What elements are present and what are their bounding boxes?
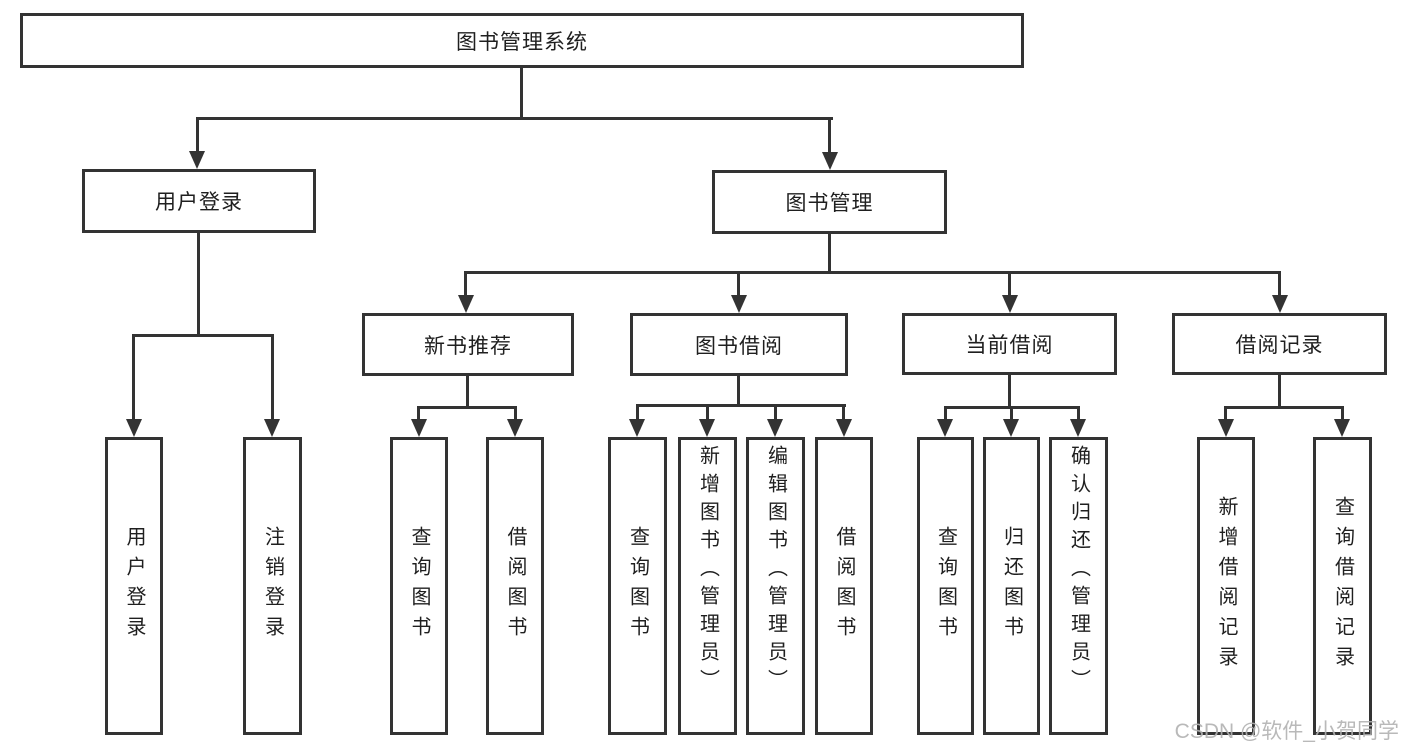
arrowhead-br-add — [1218, 419, 1234, 437]
edge-nbr-drop1 — [417, 406, 420, 421]
leaf-cb-return-books: 归还图书 — [983, 437, 1040, 735]
edge-userlogin-rail — [132, 334, 274, 337]
arrowhead-ul-logout — [264, 419, 280, 437]
arrowhead-nbr-query — [411, 419, 427, 437]
edge-bookmgmt-drop3 — [1008, 271, 1011, 299]
leaf-cb-confirm-return: 确认归还（管理员） — [1049, 437, 1108, 735]
leaf-bb-query-books: 查询图书 — [608, 437, 667, 735]
node-new-book-rec-label: 新书推荐 — [424, 334, 512, 358]
edge-br-drop2 — [1341, 406, 1344, 421]
leaf-logout-label: 注销登录 — [261, 526, 284, 646]
node-book-borrow: 图书借阅 — [630, 313, 848, 376]
node-current-borrow: 当前借阅 — [902, 313, 1117, 375]
edge-root-stem — [520, 68, 523, 120]
node-borrow-records-label: 借阅记录 — [1235, 334, 1324, 357]
leaf-bb-edit-books: 编辑图书（管理员） — [746, 437, 805, 735]
edge-bb-drop3 — [774, 404, 777, 421]
edge-root-drop-right — [828, 117, 831, 155]
leaf-cb-query-books-label: 查询图书 — [934, 526, 957, 646]
arrowhead-book-mgmt — [822, 152, 838, 170]
edge-br-rail — [1224, 406, 1344, 409]
edge-nbr-stem — [466, 376, 469, 409]
leaf-cb-return-books-label: 归还图书 — [1000, 526, 1023, 646]
edge-bookmgmt-rail — [464, 271, 1281, 274]
arrowhead-new-book-rec — [458, 295, 474, 313]
node-new-book-rec: 新书推荐 — [362, 313, 574, 376]
edge-cb-drop3 — [1077, 406, 1080, 421]
edge-cb-drop1 — [944, 406, 947, 421]
leaf-nbr-borrow-books-label: 借阅图书 — [504, 526, 526, 646]
node-user-login-label: 用户登录 — [155, 191, 243, 214]
leaf-bb-query-books-label: 查询图书 — [626, 526, 649, 646]
arrowhead-cb-query — [937, 419, 953, 437]
arrowhead-book-borrow — [731, 295, 747, 313]
edge-bookmgmt-stem — [828, 234, 831, 274]
edge-bb-stem — [737, 376, 740, 407]
node-book-mgmt-label: 图书管理 — [785, 192, 874, 215]
edge-cb-drop2 — [1010, 406, 1013, 421]
leaf-bb-add-books-label: 新增图书（管理员） — [696, 445, 719, 697]
edge-cb-stem — [1008, 375, 1011, 409]
edge-bb-drop2 — [706, 404, 709, 421]
leaf-cb-query-books: 查询图书 — [917, 437, 974, 735]
arrowhead-borrow-records — [1272, 295, 1288, 313]
arrowhead-bb-borrow — [836, 419, 852, 437]
edge-bb-drop1 — [636, 404, 639, 421]
edge-bb-rail — [636, 404, 846, 407]
arrowhead-bb-query — [629, 419, 645, 437]
edge-br-stem — [1278, 375, 1281, 409]
edge-bb-drop4 — [842, 404, 845, 421]
csdn-watermark: CSDN @软件_小贺同学 — [1174, 720, 1399, 743]
leaf-nbr-query-books: 查询图书 — [390, 437, 448, 735]
edge-br-drop1 — [1224, 406, 1227, 421]
edge-bookmgmt-drop1 — [464, 271, 467, 299]
node-borrow-records: 借阅记录 — [1172, 313, 1387, 375]
leaf-cb-confirm-return-label: 确认归还（管理员） — [1067, 445, 1090, 697]
arrowhead-ul-user-login — [126, 419, 142, 437]
edge-userlogin-drop1 — [132, 334, 135, 421]
node-user-login: 用户登录 — [82, 169, 316, 233]
node-book-mgmt: 图书管理 — [712, 170, 947, 234]
arrowhead-nbr-borrow — [507, 419, 523, 437]
edge-nbr-drop2 — [514, 406, 517, 421]
node-root: 图书管理系统 — [20, 13, 1024, 68]
leaf-bb-borrow-books: 借阅图书 — [815, 437, 873, 735]
leaf-user-login: 用户登录 — [105, 437, 163, 735]
leaf-logout: 注销登录 — [243, 437, 302, 735]
leaf-nbr-borrow-books: 借阅图书 — [486, 437, 544, 735]
leaf-bb-add-books: 新增图书（管理员） — [678, 437, 737, 735]
leaf-br-add-record-label: 新增借阅记录 — [1215, 496, 1237, 676]
leaf-br-add-record: 新增借阅记录 — [1197, 437, 1255, 735]
leaf-br-query-record: 查询借阅记录 — [1313, 437, 1372, 735]
leaf-bb-edit-books-label: 编辑图书（管理员） — [764, 445, 787, 697]
node-book-borrow-label: 图书借阅 — [695, 334, 783, 358]
arrowhead-cb-return — [1003, 419, 1019, 437]
edge-root-drop-left — [196, 117, 199, 154]
arrowhead-user-login — [189, 151, 205, 169]
leaf-br-query-record-label: 查询借阅记录 — [1331, 496, 1354, 676]
leaf-user-login-label: 用户登录 — [123, 526, 145, 646]
edge-bookmgmt-drop4 — [1278, 271, 1281, 299]
leaf-bb-borrow-books-label: 借阅图书 — [833, 526, 855, 646]
edge-bookmgmt-drop2 — [737, 271, 740, 299]
edge-userlogin-stem — [197, 233, 200, 336]
leaf-nbr-query-books-label: 查询图书 — [408, 526, 430, 646]
node-root-label: 图书管理系统 — [456, 30, 588, 54]
edge-root-rail — [196, 117, 833, 120]
arrowhead-br-query — [1334, 419, 1350, 437]
edge-nbr-rail — [417, 406, 517, 409]
edge-userlogin-drop2 — [271, 334, 274, 421]
node-current-borrow-label: 当前借阅 — [965, 334, 1054, 357]
arrowhead-bb-add — [699, 419, 715, 437]
arrowhead-current-borrow — [1002, 295, 1018, 313]
arrowhead-bb-edit — [767, 419, 783, 437]
arrowhead-cb-confirm — [1070, 419, 1086, 437]
